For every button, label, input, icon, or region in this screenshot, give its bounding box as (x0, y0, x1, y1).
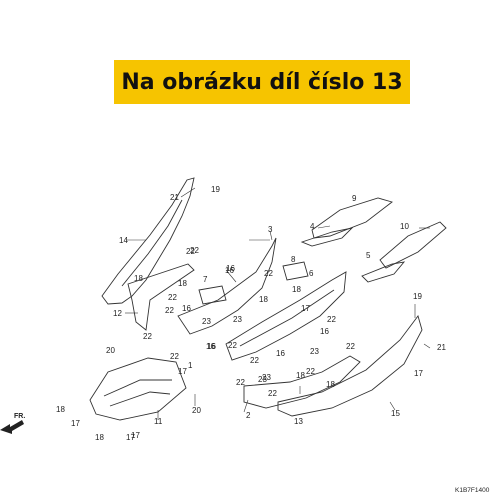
callout-label: 19 (413, 292, 422, 301)
callout-label: 17 (301, 304, 310, 313)
part-6-inner-edge (239, 289, 335, 347)
part-12-left-lower-bracket (127, 263, 195, 331)
part-10-right-trim (379, 221, 447, 269)
callout-label: 22 (236, 378, 245, 387)
part-9-upper-trim (311, 197, 393, 239)
callout-label: 18 (296, 371, 305, 380)
front-arrow-icon (0, 420, 24, 434)
callout-label: 22 (186, 247, 195, 256)
part-13-lower-side-cover (243, 355, 361, 409)
callout-label: 18 (259, 295, 268, 304)
callout-label: 19 (211, 185, 220, 194)
callout-label: 23 (258, 375, 267, 384)
callout-label: 22 (268, 389, 277, 398)
callout-label: 18 (134, 274, 143, 283)
callout-label: 22 (346, 342, 355, 351)
callout-label: 16 (320, 327, 329, 336)
part-7-small-cover (198, 285, 227, 305)
callout-label: 16 (182, 304, 191, 313)
part-6-step-floor (225, 271, 347, 361)
callout-label: 18 (56, 405, 65, 414)
callout-label: 16 (226, 264, 235, 273)
callout-label: 23 (202, 317, 211, 326)
callout-label: 22 (190, 246, 199, 255)
callout-label: 5 (366, 251, 371, 260)
callout-label: 16 (276, 349, 285, 358)
callout-label: 7 (203, 275, 208, 284)
callout-label: 3 (268, 225, 273, 234)
callout-label: 17 (71, 419, 80, 428)
callout-label: 21 (437, 343, 446, 352)
callout-label: 21 (170, 193, 179, 202)
callout-label: 6 (309, 269, 314, 278)
callout-label: 16 (225, 266, 234, 275)
callout-label: 17 (414, 369, 423, 378)
callout-label: 11 (154, 417, 163, 426)
callout-label: 22 (228, 341, 237, 350)
banner-text: Na obrázku díl číslo 13 (121, 69, 403, 95)
callout-label: 18 (326, 380, 335, 389)
part-11-under-tray (89, 357, 187, 421)
diagram-reference-code: K1B7F1400 (455, 487, 490, 494)
callout-label: 14 (119, 236, 128, 245)
callout-label: 18 (95, 433, 104, 442)
callout-label: 22 (168, 293, 177, 302)
part-8-small-cover (282, 261, 309, 281)
callout-label: 2 (246, 411, 251, 420)
callout-label: 20 (192, 406, 201, 415)
callout-label: 16 (206, 342, 215, 351)
callout-label: 22 (143, 332, 152, 341)
part-14-inner-edge (121, 199, 183, 287)
callout-label: 23 (233, 315, 242, 324)
callout-label: 4 (310, 222, 315, 231)
callout-label: 22 (250, 356, 259, 365)
callout-label: 17 (131, 431, 140, 440)
callout-label: 15 (391, 409, 400, 418)
callout-label: 10 (400, 222, 409, 231)
callout-label: 23 (310, 347, 319, 356)
callout-label: 8 (291, 255, 296, 264)
callout-label: 23 (262, 373, 271, 382)
callout-label: 22 (264, 269, 273, 278)
part-number-banner: Na obrázku díl číslo 13 (114, 60, 410, 104)
callout-label: 13 (294, 417, 303, 426)
callout-label: 12 (113, 309, 122, 318)
callout-label: 18 (292, 285, 301, 294)
part-5-trim-inner (361, 261, 406, 283)
callout-label: 18 (178, 279, 187, 288)
callout-label: 1 (188, 361, 193, 370)
part-3-center-floor-panel (177, 237, 277, 335)
callout-label: 20 (106, 346, 115, 355)
callout-label: 17 (178, 367, 187, 376)
callout-label: 22 (165, 306, 174, 315)
callout-label: 22 (327, 315, 336, 324)
callout-label: 9 (352, 194, 357, 203)
callout-label: 16 (207, 342, 216, 351)
part-11-inner-ribs (103, 379, 172, 407)
front-marker-label: FR. (14, 413, 25, 420)
part-14-left-side-cover (101, 177, 195, 305)
callout-label: 17 (126, 433, 135, 442)
callout-label: 22 (306, 367, 315, 376)
part-15-right-side-cover (277, 315, 423, 417)
callout-labels: 21 19 14 22 18 18 22 12 22 16 16 23 22 2… (56, 185, 446, 442)
part-4-trim-inner (300, 227, 354, 247)
callout-label: 22 (170, 352, 179, 361)
